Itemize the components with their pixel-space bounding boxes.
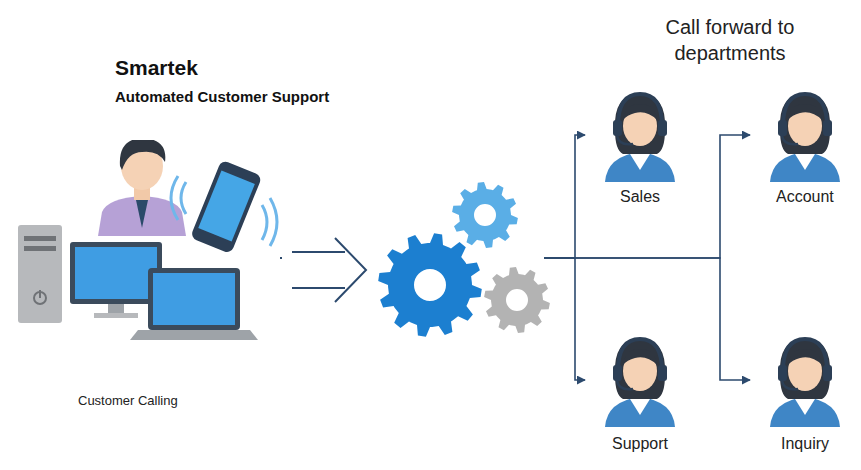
hollow-arrow bbox=[292, 238, 366, 302]
department-agent: Account bbox=[750, 80, 860, 210]
node-label: Customer Calling bbox=[78, 393, 178, 408]
icon-figure bbox=[585, 80, 695, 190]
subtitle-text: Automated Customer Support bbox=[115, 88, 329, 105]
icon-figure bbox=[750, 325, 860, 435]
customer-illustration: Customer Calling bbox=[10, 140, 280, 420]
heading-text: Call forward to departments bbox=[650, 14, 810, 66]
title-text: Smartek bbox=[115, 56, 198, 80]
gear-icon bbox=[452, 182, 518, 248]
node-label: Account bbox=[776, 188, 834, 206]
node-label: Sales bbox=[620, 188, 660, 206]
department-agent: Support bbox=[585, 325, 695, 457]
icon-figure bbox=[750, 80, 860, 190]
gear-icon bbox=[484, 267, 550, 333]
icon-figure bbox=[585, 325, 695, 435]
gear-icon bbox=[378, 233, 482, 337]
gear-group bbox=[378, 182, 550, 337]
department-agent: Sales bbox=[585, 80, 695, 210]
node-label: Support bbox=[612, 435, 668, 453]
icon-figure bbox=[10, 140, 280, 420]
department-agent: Inquiry bbox=[750, 325, 860, 457]
node-label: Inquiry bbox=[781, 435, 829, 453]
